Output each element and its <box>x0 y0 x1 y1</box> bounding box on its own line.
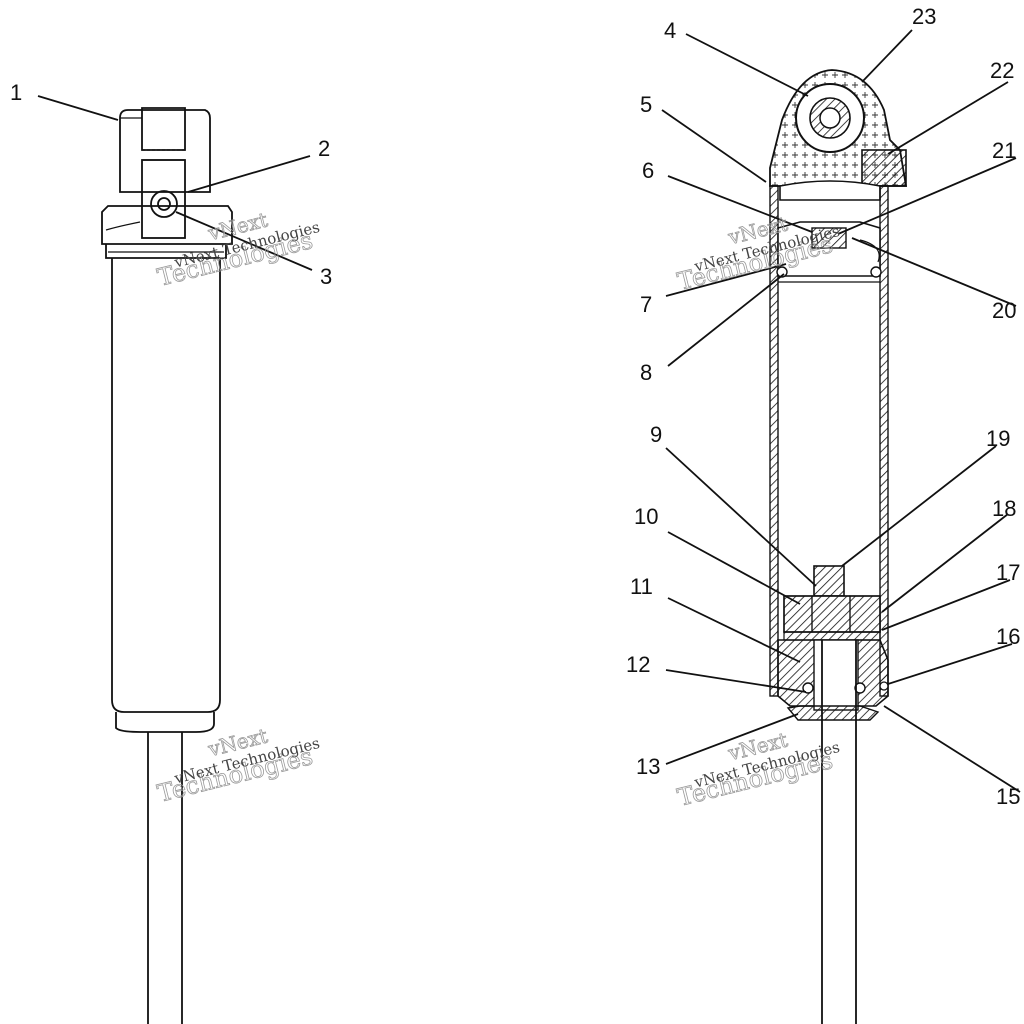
callout-13: 13 <box>636 754 660 779</box>
callout-11: 11 <box>630 574 653 599</box>
body-end-cap <box>115 712 215 733</box>
watermark-3: vNext Technologies vNext Technologies <box>674 211 841 296</box>
leader-lines <box>37 29 1021 793</box>
callout-2: 2 <box>318 136 330 161</box>
seal-o-ring-left <box>802 682 814 694</box>
callout-19: 19 <box>986 426 1010 451</box>
cylinder-wall-left <box>769 185 779 697</box>
cross-section-shock <box>769 69 908 1024</box>
callout-23: 23 <box>912 4 936 29</box>
seal-o-ring-right <box>854 682 866 694</box>
callout-16: 16 <box>996 624 1020 649</box>
shock-body <box>111 258 221 713</box>
piston-o-ring-right <box>870 266 882 278</box>
external-view-shock <box>101 107 233 1024</box>
eyelet-cap <box>141 107 186 151</box>
piston-o-ring-left <box>776 266 788 278</box>
eyelet-housing <box>119 109 211 193</box>
watermark-2: vNext Technologies vNext Technologies <box>154 723 321 808</box>
callout-20: 20 <box>992 298 1016 323</box>
valve-block <box>141 159 186 239</box>
top-collar <box>101 205 233 245</box>
callout-10: 10 <box>634 504 658 529</box>
callout-8: 8 <box>640 360 652 385</box>
callout-5: 5 <box>640 92 652 117</box>
callout-3: 3 <box>320 264 332 289</box>
callout-9: 9 <box>650 422 662 447</box>
valve-inner <box>157 197 171 211</box>
cylinder-wall-right <box>879 185 889 697</box>
callout-7: 7 <box>640 292 652 317</box>
collar-ring <box>105 244 227 259</box>
fill-valve <box>861 149 907 187</box>
outer-o-ring <box>879 681 889 691</box>
callout-labels: 1 2 3 4 5 6 7 8 9 10 11 12 13 15 16 17 1… <box>10 4 1020 809</box>
callout-18: 18 <box>992 496 1016 521</box>
bleed-valve <box>811 227 847 249</box>
callout-21: 21 <box>992 138 1016 163</box>
callout-6: 6 <box>642 158 654 183</box>
shim-stack <box>783 631 881 641</box>
piston-nut <box>813 565 845 597</box>
watermark-group: vNext Technologies vNext Technologies vN… <box>154 207 841 812</box>
callout-17: 17 <box>996 560 1020 585</box>
callout-15: 15 <box>996 784 1020 809</box>
cylinder-top <box>779 180 881 201</box>
piston-rod-end <box>811 595 851 633</box>
callout-4: 4 <box>664 18 676 43</box>
callout-1: 1 <box>10 80 22 105</box>
callout-22: 22 <box>990 58 1014 83</box>
wiper-seal <box>786 705 880 721</box>
valve-outer <box>150 190 178 218</box>
callout-12: 12 <box>626 652 650 677</box>
